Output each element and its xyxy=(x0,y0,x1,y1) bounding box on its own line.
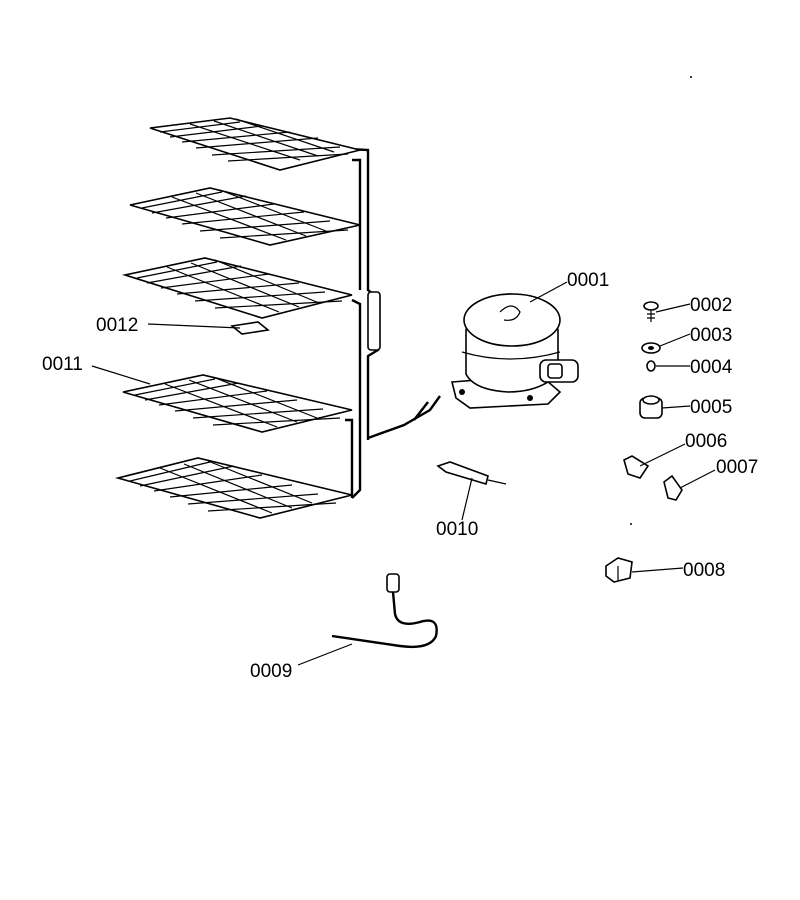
filter-dryer xyxy=(436,461,507,486)
scan-dot xyxy=(630,523,632,525)
shelf-2 xyxy=(129,187,361,246)
relay-clip xyxy=(663,474,683,501)
clip xyxy=(646,360,656,372)
label-0006: 0006 xyxy=(685,431,727,452)
label-0007: 0007 xyxy=(716,457,758,478)
leader-lines xyxy=(91,281,716,666)
scan-dot xyxy=(690,76,692,78)
compressor xyxy=(450,293,579,409)
label-plate xyxy=(230,321,270,335)
shelf-4 xyxy=(122,374,353,433)
label-0009: 0009 xyxy=(250,661,292,682)
label-0003: 0003 xyxy=(690,325,732,346)
label-0011: 0011 xyxy=(42,354,83,375)
label-0002: 0002 xyxy=(690,295,732,316)
label-0001: 0001 xyxy=(567,270,609,291)
screw xyxy=(643,301,659,322)
bracket xyxy=(623,455,650,479)
label-0010: 0010 xyxy=(436,519,478,540)
label-0008: 0008 xyxy=(683,560,725,581)
shelf-1 xyxy=(149,117,361,171)
label-0005: 0005 xyxy=(690,397,732,418)
label-0004: 0004 xyxy=(690,357,733,378)
shelf-5 xyxy=(114,457,353,519)
cable xyxy=(331,573,438,649)
relay xyxy=(605,557,633,583)
washer xyxy=(641,342,661,354)
grommet xyxy=(639,395,663,419)
shelf-3 xyxy=(121,257,353,319)
evaporator-shelf-assembly xyxy=(114,117,441,519)
label-0012: 0012 xyxy=(96,315,138,336)
